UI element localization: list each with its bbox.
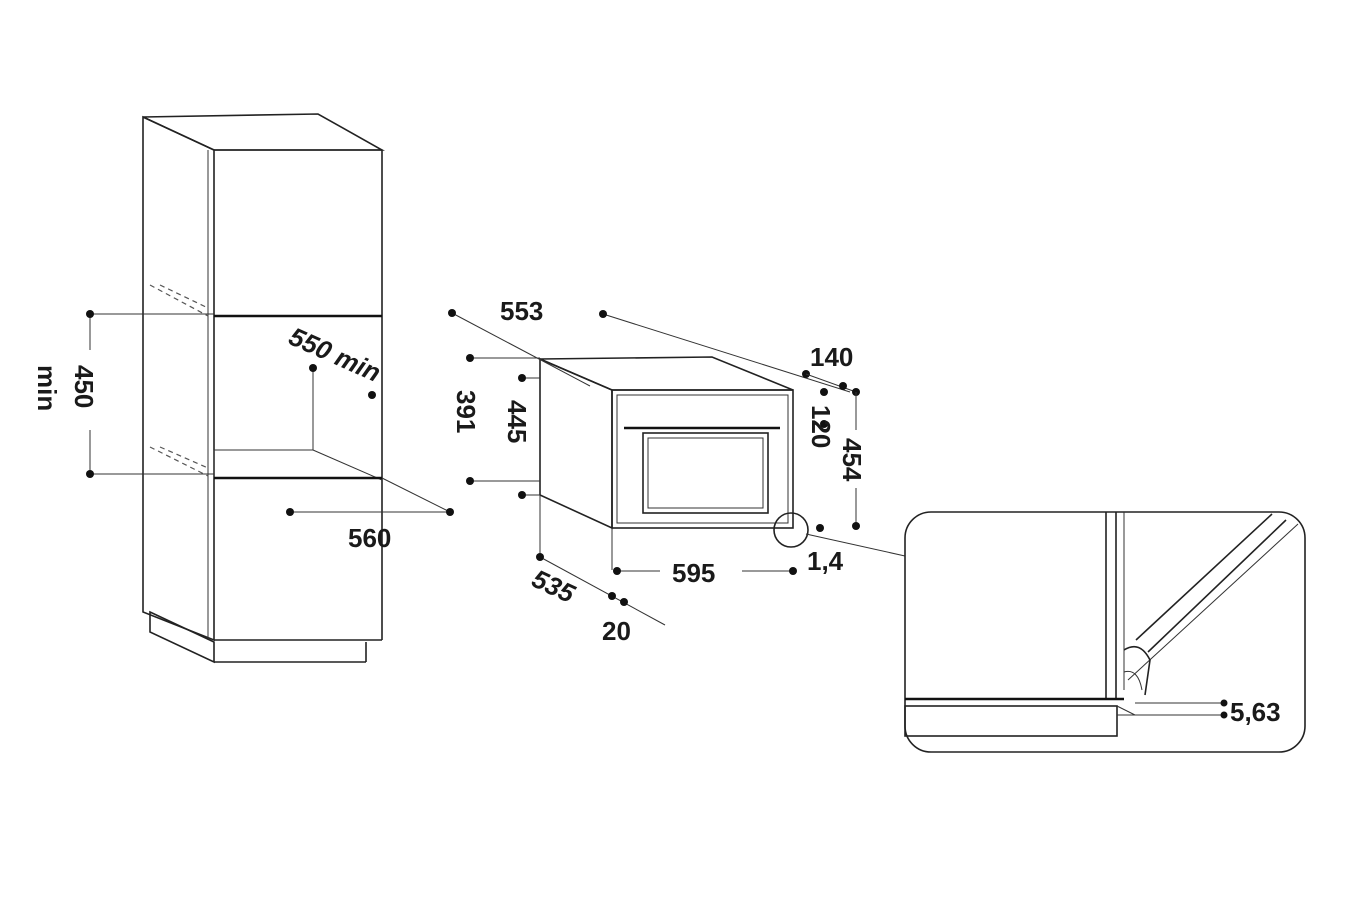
niche-depth-label: 550 min [285,321,386,388]
oven-drawing [539,356,794,570]
dim-595-label: 595 [672,558,715,588]
dim-535-label: 535 [527,563,579,609]
niche-width-label: 560 [348,523,391,553]
detail-5-63-label: 5,63 [1230,697,1281,727]
oven-depth-top-label: 553 [500,296,543,326]
cabinet-dimensions [86,310,454,516]
detail-callout [904,511,1306,753]
dim-1-4-label: 1,4 [807,546,844,576]
dim-445-label: 445 [502,400,532,443]
dim-20-label: 20 [602,616,631,646]
niche-height-label: 450 [69,365,99,408]
dim-454-label: 454 [837,438,867,482]
oven-dimensions [448,309,906,626]
dim-391-label: 391 [451,390,481,433]
niche-height-suffix: min [32,365,62,411]
cabinet-drawing [142,113,451,664]
dim-140-label: 140 [810,342,853,372]
dim-120-label: 120 [806,405,836,448]
